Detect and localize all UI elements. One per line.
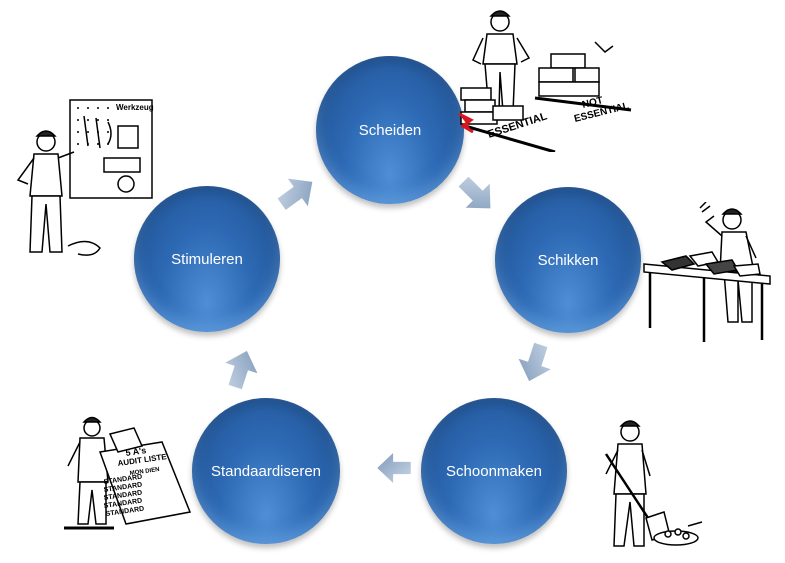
node-scheiden: Scheiden — [316, 56, 464, 204]
node-schoonmaken: Schoonmaken — [421, 398, 567, 544]
illus-label: MON DIEN — [129, 467, 160, 477]
illus-label: Werkzeug — [116, 103, 154, 112]
node-stimuleren: Stimuleren — [134, 186, 280, 332]
worker-with-audit-list-icon: 5 A's AUDIT LISTE MON DIEN STANDARD STAN… — [64, 416, 192, 530]
arrow-stimuleren-to-scheiden — [277, 178, 313, 210]
node-label: Standaardiseren — [210, 462, 322, 480]
illus-label: 5 A's — [125, 445, 147, 458]
node-label: Schikken — [537, 251, 599, 269]
node-label: Scheiden — [358, 121, 422, 139]
arrow-schikken-to-schoonmaken — [518, 342, 551, 382]
arrow-standaardiseren-to-stimuleren — [225, 350, 258, 390]
worker-sorting-boxes-icon: ESSENTIAL NOT ESSENTIAL — [458, 10, 632, 152]
node-standaardiseren: Standaardiseren — [192, 398, 340, 544]
node-label: Stimuleren — [171, 250, 243, 268]
illus-label: NOT — [581, 95, 604, 111]
worker-at-tool-board-icon: Werkzeug — [16, 99, 154, 256]
arrow-scheiden-to-schikken — [458, 176, 491, 209]
worker-sweeping-icon — [604, 420, 703, 547]
arrow-schoonmaken-to-standaardiseren — [377, 453, 411, 483]
node-label: Schoonmaken — [446, 462, 542, 480]
node-schikken: Schikken — [495, 187, 641, 333]
worker-at-workbench-icon — [643, 202, 771, 342]
